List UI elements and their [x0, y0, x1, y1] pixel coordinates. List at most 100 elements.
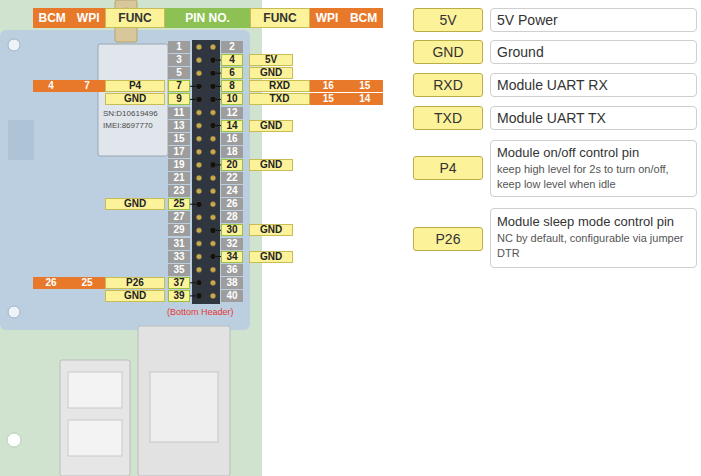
- function-label: GND: [249, 120, 293, 132]
- legend-text: NC by default, configurable via jumper D…: [497, 231, 690, 261]
- column-header: WPIBCM: [310, 8, 383, 28]
- gpio-number: 25: [81, 278, 92, 288]
- pin-number: 22: [221, 172, 243, 184]
- pin-number: 18: [221, 146, 243, 158]
- function-name: GND: [260, 121, 282, 131]
- gpio-number: 7: [84, 81, 90, 91]
- pin-number-text: 13: [173, 121, 184, 131]
- header-text: PIN NO.: [185, 12, 230, 24]
- function-name: GND: [124, 291, 146, 301]
- pin-number: 10: [221, 93, 243, 105]
- header-pins: [192, 41, 220, 303]
- marking: [8, 120, 34, 160]
- pin-number: 13: [168, 120, 190, 132]
- pin-number-text: 35: [173, 265, 184, 275]
- mounting-hole: [7, 433, 21, 447]
- used-pin-dots: [196, 57, 216, 298]
- pin-number-text: 8: [229, 81, 235, 91]
- legend-text: Ground: [497, 45, 544, 59]
- pin-number-text: 30: [226, 225, 237, 235]
- pin-number: 30: [221, 224, 243, 236]
- legend-description: 5V Power: [490, 8, 697, 32]
- usb-port: [68, 372, 122, 408]
- function-name: GND: [260, 160, 282, 170]
- pin-number-text: 6: [229, 68, 235, 78]
- pin-number: 39: [168, 290, 190, 302]
- pin-number: 35: [168, 264, 190, 276]
- pin-number-text: 23: [173, 186, 184, 196]
- imei-number: IMEI:8697770: [103, 122, 153, 130]
- pin-number-text: 26: [226, 199, 237, 209]
- pin-number: 40: [221, 290, 243, 302]
- pin-number-text: 32: [226, 239, 237, 249]
- gpio-number: 4: [48, 81, 54, 91]
- function-name: TXD: [270, 94, 290, 104]
- pin-number: 9: [168, 93, 190, 105]
- pin-number: 5: [168, 67, 190, 79]
- pin-number: 8: [221, 80, 243, 92]
- pin-number-text: 10: [226, 94, 237, 104]
- pin-number-text: 12: [226, 108, 237, 118]
- pin-number-text: 34: [226, 252, 237, 262]
- function-label: GND: [249, 67, 293, 79]
- pin-number-text: 11: [174, 108, 185, 118]
- pin-number-text: 29: [173, 225, 184, 235]
- pin-number: 21: [168, 172, 190, 184]
- mounting-hole: [8, 306, 20, 318]
- pin-number: 33: [168, 251, 190, 263]
- function-label: GND: [105, 290, 165, 302]
- legend-text: Module on/off control pin: [497, 146, 639, 159]
- pin-number: 16: [221, 133, 243, 145]
- pin-number: 20: [221, 159, 243, 171]
- pin-number: 4: [221, 54, 243, 66]
- function-name: P26: [126, 278, 144, 288]
- legend-description: Module sleep mode control pinNC by defau…: [490, 208, 697, 268]
- pin-number: 19: [168, 159, 190, 171]
- function-name: GND: [260, 68, 282, 78]
- header-note: (Bottom Header): [167, 308, 234, 317]
- pin-number-text: 28: [226, 212, 237, 222]
- pin-number-text: 19: [173, 160, 184, 170]
- column-header: PIN NO.: [165, 8, 250, 28]
- pin-number: 15: [168, 133, 190, 145]
- pin-number: 37: [168, 277, 190, 289]
- column-header: FUNC: [250, 8, 310, 28]
- legend-key: 5V: [413, 8, 483, 32]
- gpio-number: 15: [359, 81, 370, 91]
- pin-number: 1: [168, 41, 190, 53]
- legend-key: P26: [413, 227, 483, 251]
- function-name: GND: [260, 252, 282, 262]
- function-name: GND: [124, 94, 146, 104]
- header-text: WPI: [77, 12, 100, 24]
- pin-number-text: 18: [226, 147, 237, 157]
- pin-number-text: 36: [226, 265, 237, 275]
- function-name: GND: [124, 199, 146, 209]
- pin-number: 2: [221, 41, 243, 53]
- header-text: FUNC: [118, 12, 151, 24]
- column-header: BCMWPI: [33, 8, 105, 28]
- legend-key-text: GND: [432, 45, 463, 59]
- pin-number: 29: [168, 224, 190, 236]
- function-label: 5V: [249, 54, 293, 66]
- function-label: GND: [105, 198, 165, 210]
- pin-number-text: 17: [173, 147, 184, 157]
- serial-number: SN:D10619496: [103, 110, 158, 118]
- pin-number: 28: [221, 211, 243, 223]
- pin-number-text: 16: [226, 134, 237, 144]
- legend-description: Ground: [490, 40, 697, 64]
- legend-key-text: 5V: [439, 13, 456, 27]
- gpio-number: 26: [45, 278, 56, 288]
- function-name: GND: [260, 225, 282, 235]
- legend-key: TXD: [413, 106, 483, 130]
- legend-key: GND: [413, 40, 483, 64]
- pin-number: 23: [168, 185, 190, 197]
- gpio-number-bar: 1615: [310, 80, 383, 92]
- pin-number-text: 39: [173, 291, 184, 301]
- function-label: RXD: [249, 80, 310, 92]
- pin-leader-lines: [190, 60, 221, 296]
- legend-text: keep high level for 2s to turn on/off, k…: [497, 162, 690, 192]
- gpio-number-bar: 47: [33, 80, 105, 92]
- pin-number: 25: [168, 198, 190, 210]
- pin-number: 34: [221, 251, 243, 263]
- legend-key-text: TXD: [434, 111, 462, 125]
